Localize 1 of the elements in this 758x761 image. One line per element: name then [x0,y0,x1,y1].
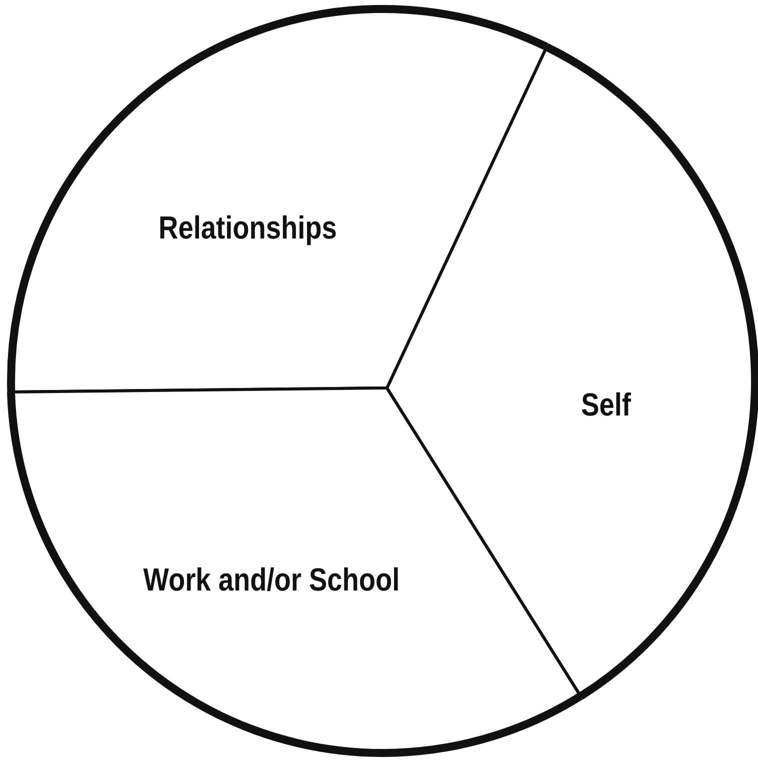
sector-label: Self [581,386,631,424]
